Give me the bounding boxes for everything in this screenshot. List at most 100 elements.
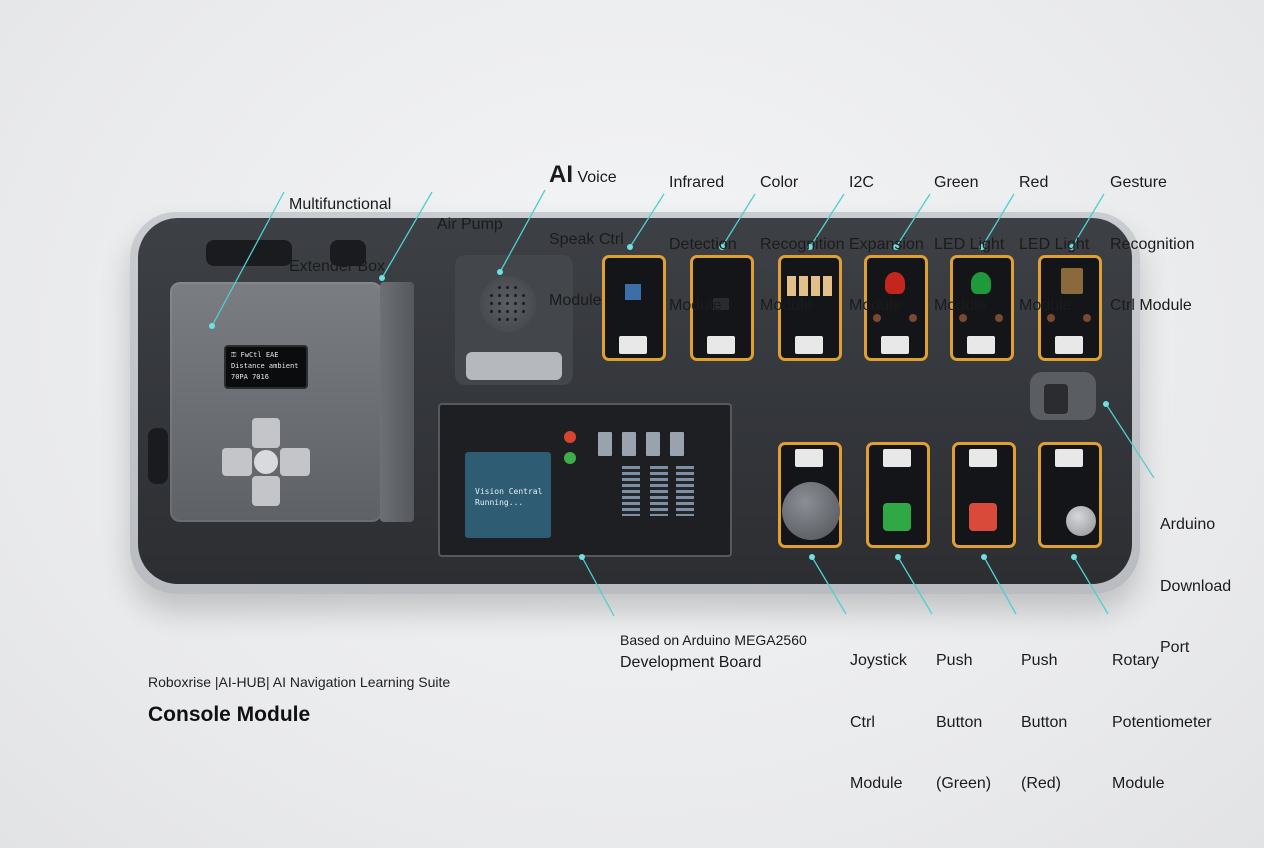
red-led-light-module (864, 255, 928, 361)
label-button-red: Push Button (Red) (1021, 610, 1067, 815)
dpad-down[interactable] (252, 476, 280, 506)
label-line: Extender Box (289, 257, 386, 275)
label-extender-box: Multifunctional Extender Box (289, 154, 391, 298)
push-button-red-module (952, 442, 1016, 548)
label-line: Arduino (1160, 516, 1216, 533)
vent-slot (330, 240, 366, 266)
label-line: Download (1160, 577, 1232, 595)
page-title: Console Module (148, 703, 311, 726)
label-ai: AI (549, 161, 573, 188)
i2c-ports (787, 276, 833, 296)
label-line: Module (850, 775, 903, 792)
dpad-button[interactable] (222, 418, 310, 506)
label-line: Push (1021, 652, 1058, 669)
label-line: Rotary (1112, 652, 1160, 669)
grill-hole (514, 318, 517, 321)
label-line: Recognition (760, 235, 845, 253)
gesture-recognition-module (1038, 255, 1102, 361)
gesture-sensor (1061, 268, 1083, 294)
vent-slot (206, 240, 292, 266)
label-dev-board: Development Board (620, 612, 761, 694)
label-line: LED Light (934, 235, 1005, 253)
label-line: Multifunctional (289, 196, 392, 213)
grill-hole (522, 294, 525, 297)
label-line: (Red) (1021, 775, 1062, 792)
label-ai-voice: AI Voice Speak Ctrl Module (549, 124, 624, 332)
air-pump (380, 282, 414, 522)
grill-hole (514, 294, 517, 297)
header-pins (646, 432, 660, 456)
label-line: Voice (573, 169, 617, 186)
dev-board-screen: Vision Central Running... (465, 452, 551, 538)
label-line: (Green) (936, 775, 992, 792)
label-line: Push (936, 652, 973, 669)
label-button-green: Push Button (Green) (936, 610, 991, 815)
grill-hole (498, 286, 501, 289)
pin-row (650, 466, 668, 516)
grill-hole (506, 310, 509, 313)
label-i2c: I2C Expansion Module (849, 132, 924, 337)
label-joystick: Joystick Ctrl Module (850, 610, 907, 815)
label-line: Port (1160, 639, 1190, 656)
potentiometer-knob[interactable] (1066, 506, 1096, 536)
suite-name: Roboxrise |AI-HUB| AI Navigation Learnin… (148, 674, 451, 690)
label-line: I2C (849, 174, 874, 191)
label-line: Ctrl (850, 713, 875, 731)
status-led-red (564, 431, 576, 443)
label-line: Detection (669, 235, 737, 253)
pin-row (622, 466, 640, 516)
label-line: Green (934, 174, 979, 191)
grill-hole (498, 318, 501, 321)
label-line: Module (934, 297, 987, 314)
joystick-knob[interactable] (782, 482, 840, 540)
grill-hole (498, 310, 501, 313)
oled-line: ⚿ FwCtl EAE (231, 351, 279, 359)
label-line: Speak Ctrl (549, 230, 624, 248)
pin-row (676, 466, 694, 516)
grill-hole (514, 310, 517, 313)
dpad-right[interactable] (280, 448, 310, 476)
grill-hole (498, 294, 501, 297)
red-led (885, 272, 905, 294)
label-line: Module (669, 297, 722, 314)
i2c-expansion-module (778, 255, 842, 361)
grill-hole (506, 294, 509, 297)
label-line: Potentiometer (1112, 713, 1212, 731)
grill-hole (514, 286, 517, 289)
label-line: LED Light (1019, 235, 1090, 253)
dpad-center[interactable] (254, 450, 278, 474)
grill-hole (506, 302, 509, 305)
dpad-up[interactable] (252, 418, 280, 448)
header-pins (598, 432, 612, 456)
extender-oled-screen: ⚿ FwCtl EAE Distance ambient 70PA 7016 (224, 345, 308, 389)
label-line: Module (760, 297, 813, 314)
label-green-led: Green LED Light Module (934, 132, 1004, 337)
label-line: Module (849, 297, 902, 314)
grill-hole (522, 302, 525, 305)
label-line: Expansion (849, 235, 924, 253)
speaker-grill-icon (480, 276, 536, 332)
label-line: Module (1112, 775, 1165, 792)
green-led (971, 272, 991, 294)
grill-hole (506, 286, 509, 289)
label-line: Module (549, 292, 602, 309)
label-air-pump: Air Pump (437, 174, 503, 256)
color-recognition-module (690, 255, 754, 361)
grill-hole (506, 318, 509, 321)
green-push-button[interactable] (883, 503, 911, 531)
label-gesture: Gesture Recognition Ctrl Module (1110, 132, 1195, 337)
label-line: Recognition (1110, 235, 1195, 253)
push-button-green-module (866, 442, 930, 548)
label-color: Color Recognition Module (760, 132, 845, 337)
grill-hole (490, 294, 493, 297)
dpad-left[interactable] (222, 448, 252, 476)
label-line: Development Board (620, 654, 762, 671)
green-led-light-module (950, 255, 1014, 361)
label-line: Gesture (1110, 174, 1167, 191)
red-push-button[interactable] (969, 503, 997, 531)
status-led-green (564, 452, 576, 464)
grill-hole (498, 302, 501, 305)
label-line: Red (1019, 174, 1049, 191)
label-line: Button (936, 713, 983, 731)
